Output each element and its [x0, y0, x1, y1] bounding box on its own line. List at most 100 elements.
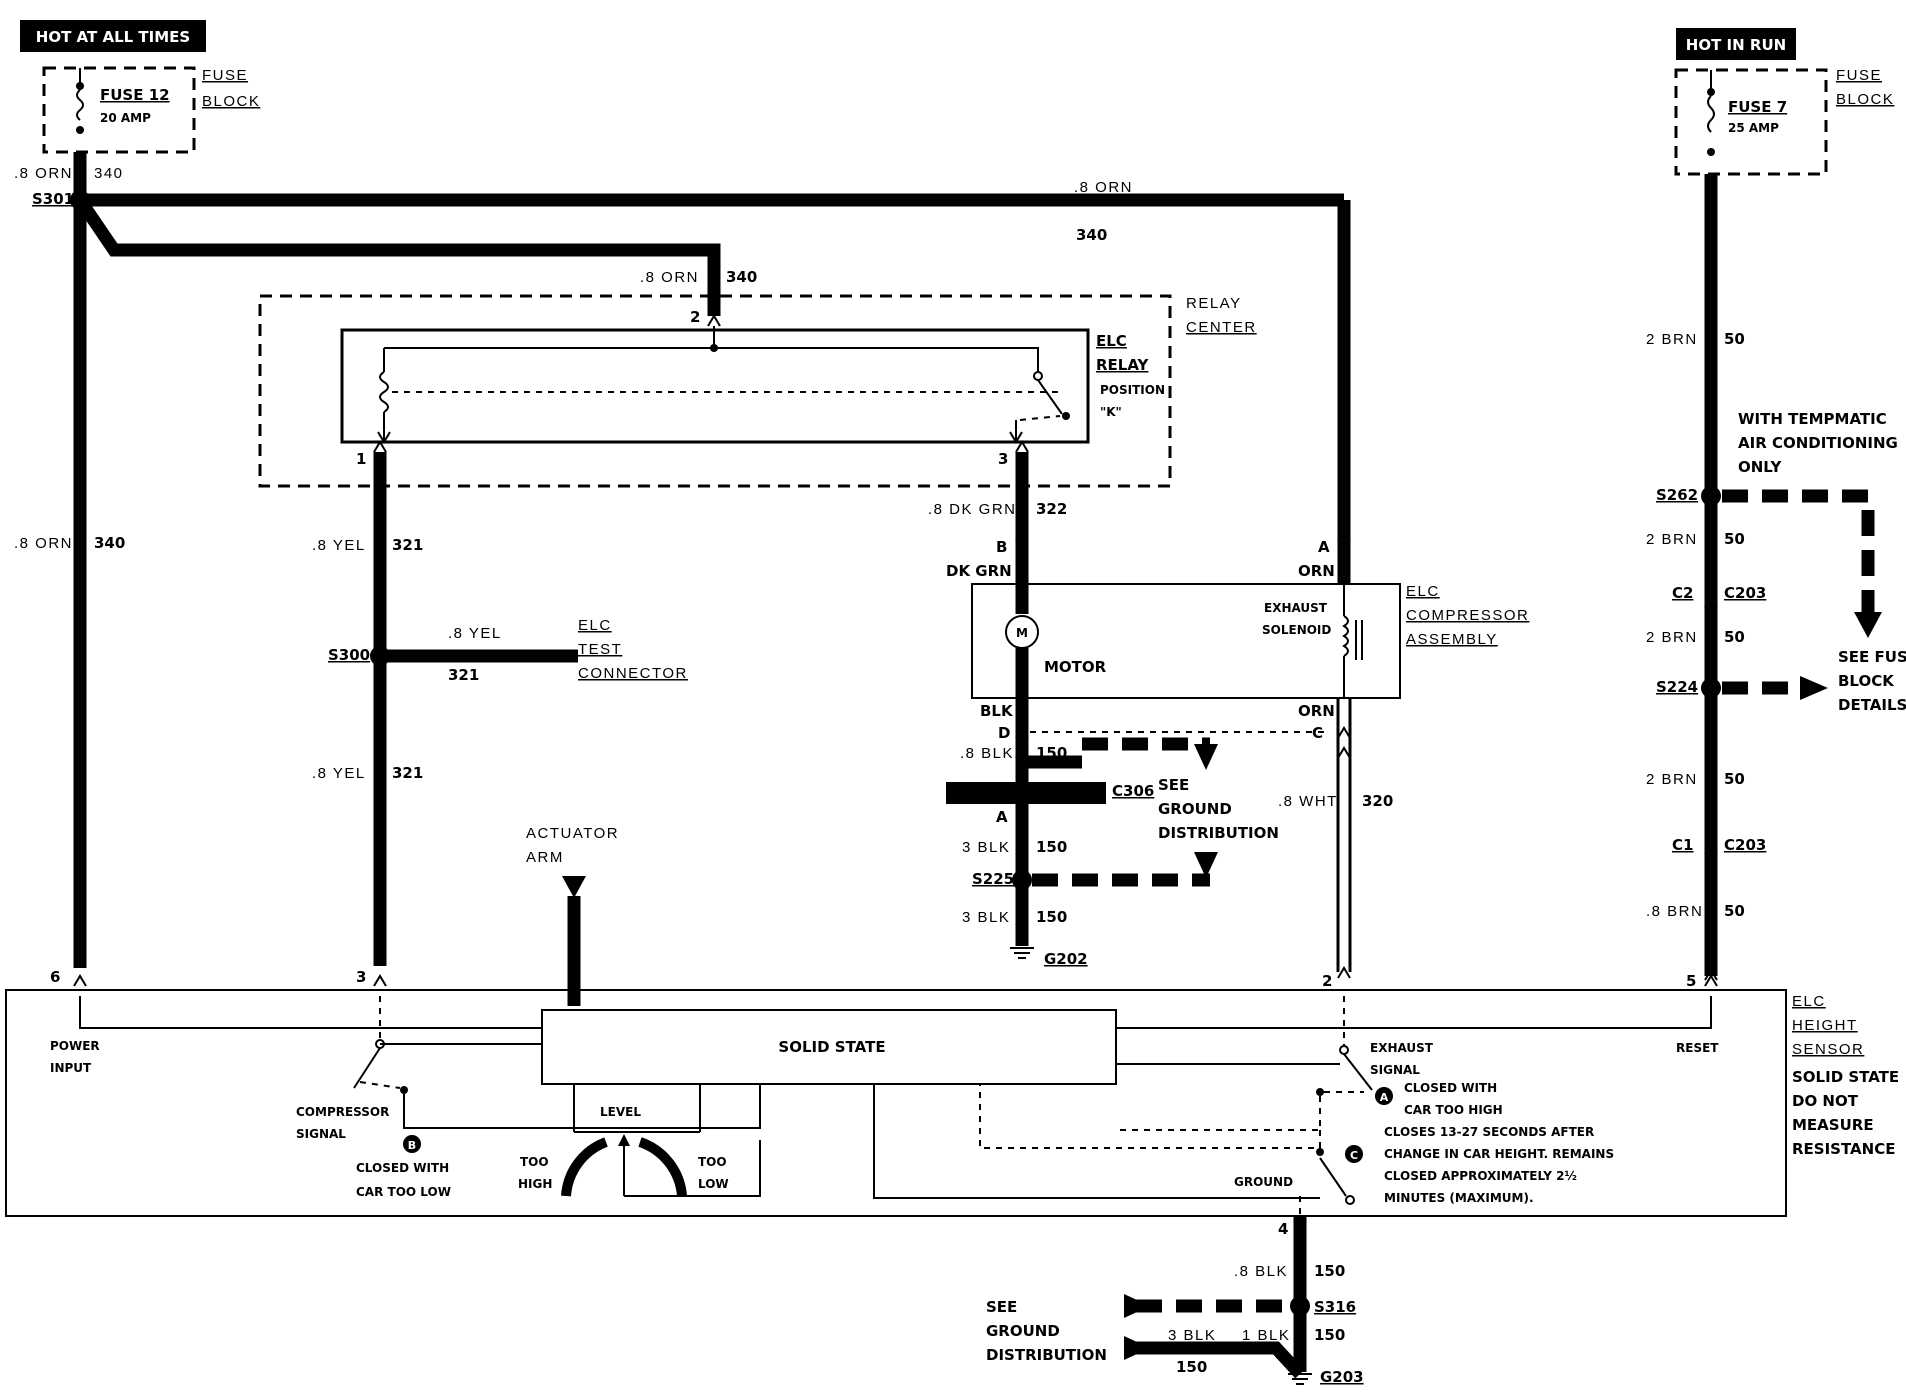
wire-label-321-test: 321 — [448, 666, 479, 684]
splice-s300-dot — [370, 646, 390, 666]
fuse-12-rating: 20 AMP — [100, 111, 151, 125]
reset-label: RESET — [1676, 1041, 1719, 1055]
wire-label-50-3: 50 — [1724, 628, 1745, 646]
elc-compressor-assembly: M MOTOR EXHAUST SOLENOID — [971, 583, 1401, 699]
actuator-arm-label-b: ARM — [526, 849, 564, 866]
closed-low-label-a: CLOSED WITH — [356, 1161, 449, 1175]
fuse-7-symbol — [1707, 95, 1715, 133]
compressor-blk: BLK — [980, 702, 1014, 720]
marker-c: C — [1350, 1149, 1358, 1162]
connector-c203-b: C203 — [1724, 836, 1766, 854]
too-high-arc — [561, 1137, 608, 1197]
wire-321-yel — [370, 440, 578, 966]
fuse-details-c: DETAILS — [1838, 696, 1906, 714]
fuse-12-terminal-top — [76, 82, 84, 90]
relay-pin-2-connector — [707, 315, 721, 327]
wire-label-brn-4: 2 BRN — [1646, 771, 1698, 788]
splice-s316-dot — [1290, 1296, 1310, 1316]
elc-height-sensor: 6 3 2 5 SOLID STATE POWER INPUT COMPRESS… — [5, 968, 1899, 1217]
relay-switch-arm — [1037, 379, 1063, 415]
too-low-label-b: LOW — [698, 1177, 729, 1191]
marker-b: B — [408, 1139, 416, 1152]
ground-dist-lower-ground: GROUND — [986, 1322, 1060, 1340]
tempmatic-note-c: ONLY — [1738, 458, 1783, 476]
splice-s301: S301 — [32, 190, 74, 208]
fuse-7-rating: 25 AMP — [1728, 121, 1779, 135]
wire-label-50-5: 50 — [1724, 902, 1745, 920]
fuse-block-label-right-b: BLOCK — [1836, 91, 1894, 108]
fuse-12-symbol — [76, 89, 84, 121]
ground-g202: G202 — [1044, 950, 1088, 968]
compressor-orn2: ORN — [1298, 702, 1335, 720]
sensor-pin-2: 2 — [1322, 972, 1332, 990]
test-connector-label-c: CONNECTOR — [578, 665, 688, 682]
wire-label-brn-2: 2 BRN — [1646, 531, 1698, 548]
sensor-note-b: DO NOT — [1792, 1092, 1859, 1110]
c-note-b: CHANGE IN CAR HEIGHT. REMAINS — [1384, 1147, 1614, 1161]
wire-label-340-top-right: 340 — [1076, 226, 1107, 244]
ground-dist-upper-ground: GROUND — [1158, 800, 1232, 818]
exhaust-switch-arm — [1343, 1053, 1373, 1091]
wire-label-yel-test: .8 YEL — [448, 625, 502, 642]
ground-g203: G203 — [1320, 1368, 1364, 1386]
height-sensor-label-a: ELC — [1792, 993, 1826, 1010]
marker-a: A — [1380, 1091, 1389, 1104]
wire-label-blk-c306: .8 BLK — [960, 745, 1014, 762]
fuse-block-label-left-b: BLOCK — [202, 93, 260, 110]
sensor-pin-4: 4 — [1278, 1220, 1288, 1238]
fuse-block-label-right-a: FUSE — [1836, 67, 1882, 84]
sensor-note-c: MEASURE — [1792, 1116, 1874, 1134]
splice-s262: S262 — [1656, 486, 1698, 504]
splice-s225: S225 — [972, 870, 1014, 888]
compressor-switch-arm — [353, 1047, 381, 1089]
elc-relay-label-a: ELC — [1096, 332, 1127, 350]
splice-s225-dot — [1012, 870, 1032, 890]
wire-label-gnd-blk: .8 BLK — [1234, 1263, 1288, 1280]
wire-label-dkgrn: .8 DK GRN — [928, 501, 1017, 518]
fuse-details-a: SEE FUSE — [1838, 648, 1906, 666]
compressor-pin-d: D — [998, 724, 1010, 742]
c-note-d: MINUTES (MAXIMUM). — [1384, 1191, 1534, 1205]
ground-dist-upper-see: SEE — [1158, 776, 1189, 794]
header-hot-at-all-times-label: HOT AT ALL TIMES — [36, 28, 190, 46]
wire-150-blk-g202 — [946, 698, 1218, 959]
elc-relay-label-b: RELAY — [1096, 356, 1150, 374]
fuse-7-terminal-bottom — [1707, 148, 1715, 156]
wire-label-wht: .8 WHT — [1278, 793, 1338, 810]
connector-c306: C306 — [1112, 782, 1154, 800]
solid-state-label: SOLID STATE — [778, 1038, 885, 1056]
wire-label-3blk-b: 3 BLK — [962, 909, 1010, 926]
solid-state-module — [541, 1009, 1117, 1085]
wire-label-orn-left: .8 ORN — [14, 535, 73, 552]
ground-dist-upper-distribution: DISTRIBUTION — [1158, 824, 1279, 842]
connector-c1: C1 — [1672, 836, 1693, 854]
wire-label-3blk-a: 3 BLK — [962, 839, 1010, 856]
closed-high-label-a: CLOSED WITH — [1404, 1081, 1497, 1095]
ground-label: GROUND — [1234, 1175, 1293, 1189]
ground-dist-lower-see: SEE — [986, 1298, 1017, 1316]
sensor-pin-3: 3 — [356, 968, 366, 986]
exhaust-signal-label-b: SIGNAL — [1370, 1063, 1420, 1077]
compressor-label-c: ASSEMBLY — [1406, 631, 1498, 648]
connector-c306-bar — [946, 782, 1106, 804]
fuse-12-name: FUSE 12 — [100, 86, 170, 104]
test-connector-label-b: TEST — [578, 641, 622, 658]
c-note-a: CLOSES 13-27 SECONDS AFTER — [1384, 1125, 1594, 1139]
exhaust-solenoid-label-a: EXHAUST — [1264, 601, 1328, 615]
wire-label-brn-1: 2 BRN — [1646, 331, 1698, 348]
connector-c306-pin-a: A — [996, 808, 1008, 826]
motor-symbol: M — [1016, 626, 1028, 640]
too-high-label-b: HIGH — [518, 1177, 552, 1191]
sensor-note-a: SOLID STATE — [1792, 1068, 1899, 1086]
wire-label-322: 322 — [1036, 500, 1067, 518]
compressor-dk-grn: DK GRN — [946, 562, 1012, 580]
wire-340-orn-network — [70, 152, 1351, 968]
connector-c203-a: C203 — [1724, 584, 1766, 602]
wire-label-50-1: 50 — [1724, 330, 1745, 348]
splice-s300: S300 — [328, 646, 370, 664]
elc-relay-position: POSITION — [1100, 383, 1165, 397]
wire-label-orn-relay: .8 ORN — [640, 269, 699, 286]
splice-s262-dot — [1701, 486, 1721, 506]
header-hot-in-run-label: HOT IN RUN — [1686, 36, 1786, 54]
fuse-7-block: FUSE 7 25 AMP FUSE BLOCK — [1674, 67, 1894, 176]
